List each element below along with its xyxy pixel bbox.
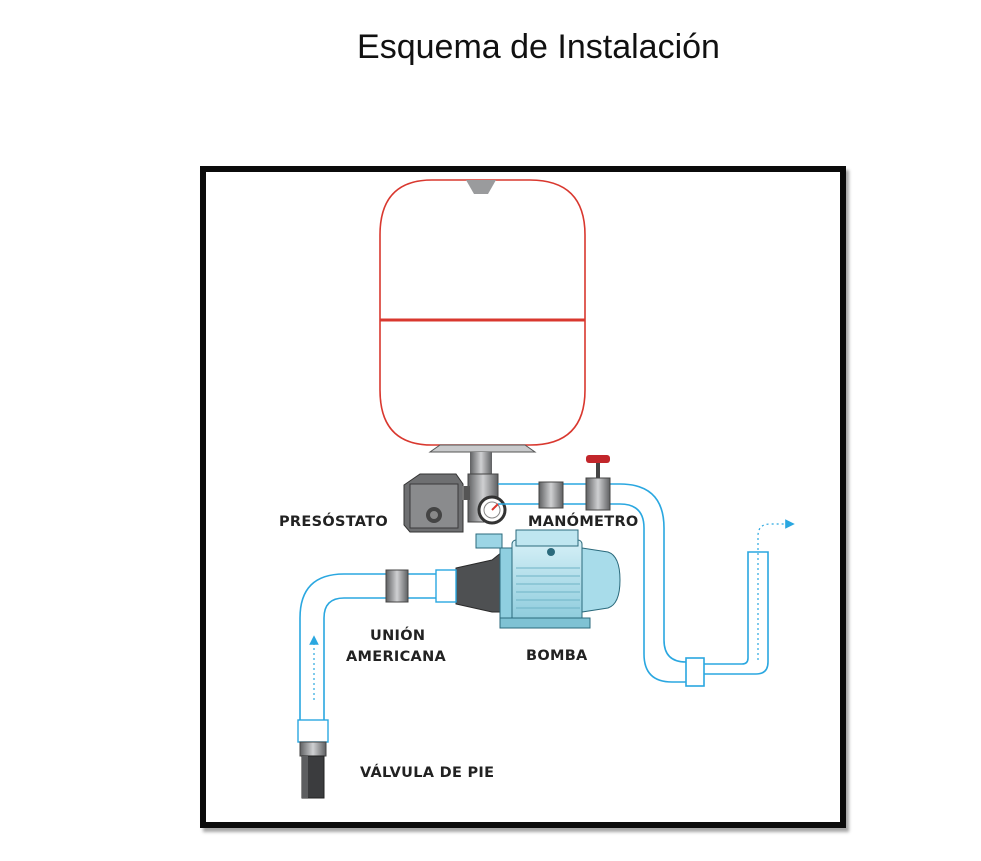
foot-valve xyxy=(297,719,329,799)
ball-valve xyxy=(585,455,611,511)
label-manometro: MANÓMETRO xyxy=(528,512,639,530)
label-bomba: BOMBA xyxy=(526,648,588,664)
outlet-pipe xyxy=(498,483,795,687)
page-title: Esquema de Instalación xyxy=(357,28,720,66)
label-valvula: VÁLVULA DE PIE xyxy=(360,764,494,781)
pressure-switch xyxy=(403,473,470,533)
label-presostato: PRESÓSTATO xyxy=(279,512,388,530)
tank-top-valve xyxy=(466,180,496,194)
outlet-union xyxy=(538,481,564,509)
suction-union xyxy=(385,569,409,603)
suction-pipe xyxy=(299,573,456,722)
label-union-line2: AMERICANA xyxy=(346,649,447,665)
pump xyxy=(455,529,621,629)
tank-neck xyxy=(470,452,492,474)
pressure-tank xyxy=(379,179,586,474)
pressure-gauge xyxy=(477,495,507,525)
label-union-line1: UNIÓN xyxy=(370,626,425,644)
